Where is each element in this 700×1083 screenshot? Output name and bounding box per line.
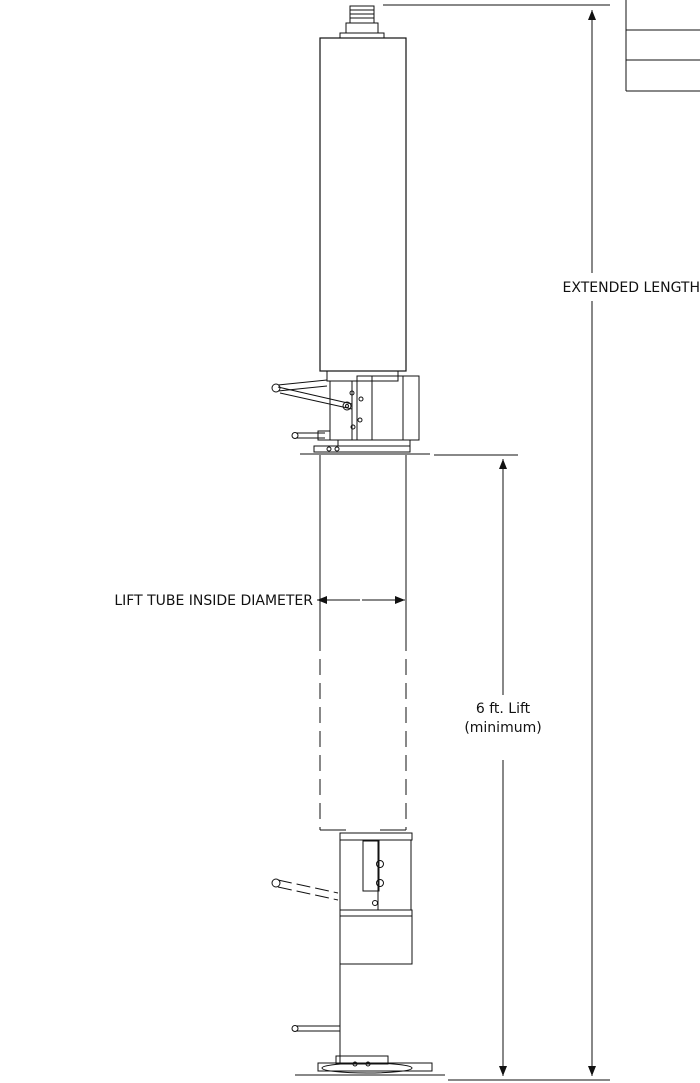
- lower-handle: [271, 878, 340, 1032]
- top-connector: [339, 5, 385, 39]
- title-block: [625, 0, 700, 92]
- upper-collar-assembly: [300, 370, 430, 455]
- inside-diameter-label: LIFT TUBE INSIDE DIAMETER: [114, 593, 313, 609]
- upper-mast-body: [319, 37, 407, 372]
- extended-length-dimension: [383, 4, 610, 1081]
- lift-tube-section: [319, 455, 407, 831]
- upper-handle: [271, 379, 353, 441]
- extended-length-label: EXTENDED LENGTH: [563, 280, 700, 296]
- lift-dimension: [434, 454, 518, 1076]
- lower-base-assembly: [295, 832, 445, 1076]
- lift-label-line2: (minimum): [464, 720, 541, 736]
- lift-label-line1: 6 ft. Lift: [476, 701, 531, 717]
